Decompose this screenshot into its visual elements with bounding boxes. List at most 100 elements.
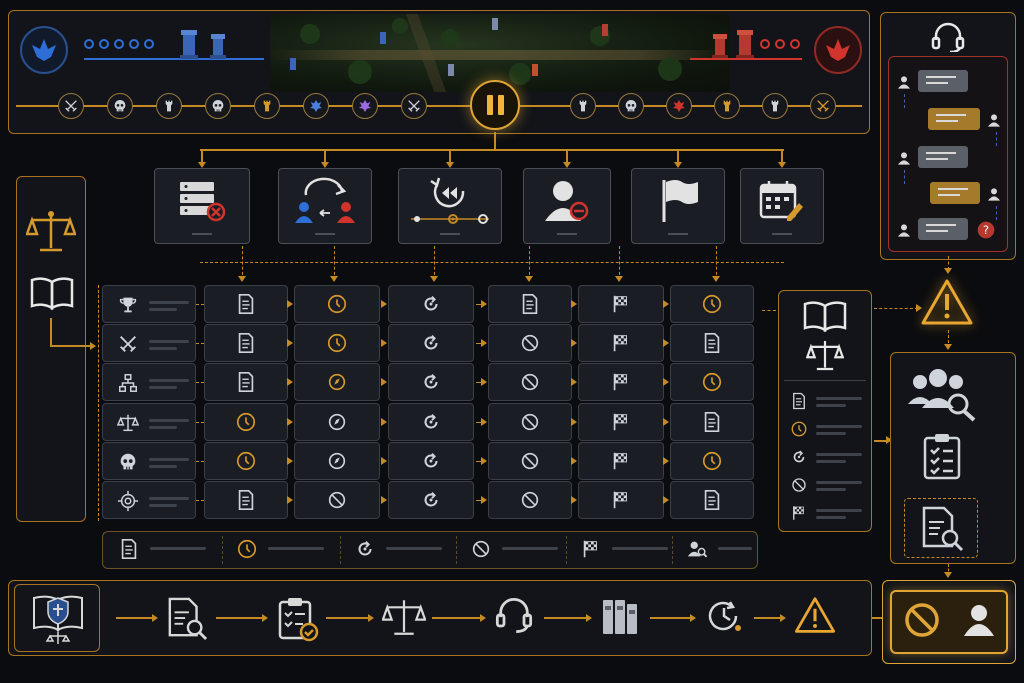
grid-cell[interactable] <box>578 441 664 480</box>
timeline-event-skull-icon[interactable] <box>205 93 231 119</box>
timeline-event-dragon-icon[interactable] <box>303 93 329 119</box>
timeline-event-tower-icon[interactable] <box>762 93 788 119</box>
action-card-remove-player[interactable] <box>523 168 611 244</box>
grid-cell[interactable] <box>670 481 754 519</box>
rulebook-item[interactable] <box>790 418 866 440</box>
timeline-event-dragon-icon[interactable] <box>352 93 378 119</box>
timeline-track <box>16 105 862 107</box>
grid-row-header[interactable] <box>102 402 196 441</box>
user-icon <box>896 74 912 94</box>
timeline-event-tower-icon[interactable] <box>254 93 280 119</box>
grid-cell[interactable] <box>294 481 380 519</box>
grid-cell[interactable] <box>204 481 288 519</box>
flow-step-headset[interactable] <box>494 596 534 640</box>
grid-cell[interactable] <box>388 481 474 519</box>
grid-cell[interactable] <box>578 285 664 323</box>
grid-cell[interactable] <box>578 324 664 363</box>
document-search-icon <box>920 506 964 556</box>
warning-to-review-connector <box>948 330 949 348</box>
card-to-grid-connector <box>716 246 717 280</box>
red-team-progress-line <box>690 58 802 60</box>
chat-message-bubble[interactable] <box>928 108 980 130</box>
grid-row-header[interactable] <box>102 481 196 519</box>
timeline-event-skull-icon[interactable] <box>618 93 644 119</box>
action-card-server-error[interactable] <box>154 168 250 244</box>
chat-message-bubble[interactable] <box>930 182 980 204</box>
grid-cell[interactable] <box>670 363 754 402</box>
blue-tower-icon <box>180 26 198 64</box>
grid-cell[interactable] <box>204 402 288 441</box>
grid-cell[interactable] <box>388 363 474 402</box>
grid-cell[interactable] <box>488 402 572 441</box>
action-card-rewind[interactable] <box>398 168 502 244</box>
final-action-button[interactable] <box>890 590 1008 654</box>
warning-icon[interactable] <box>920 278 974 330</box>
headset-icon[interactable] <box>930 22 966 56</box>
rulebook-item[interactable] <box>790 390 866 412</box>
grid-cell[interactable] <box>388 441 474 480</box>
chat-message-bubble[interactable] <box>918 70 968 92</box>
grid-cell[interactable] <box>578 363 664 402</box>
timeline-event-tower-icon[interactable] <box>570 93 596 119</box>
flow-step-document-search[interactable] <box>166 596 208 646</box>
grid-cell[interactable] <box>294 324 380 363</box>
grid-cell[interactable] <box>670 324 754 363</box>
grid-cell[interactable] <box>294 441 380 480</box>
flow-step-warning[interactable] <box>794 596 836 638</box>
grid-cell[interactable] <box>488 441 572 480</box>
grid-cell[interactable] <box>388 402 474 441</box>
grid-cell[interactable] <box>670 285 754 323</box>
action-card-calendar-edit[interactable] <box>740 168 824 244</box>
timeline-event-tower-icon[interactable] <box>714 93 740 119</box>
grid-cell[interactable] <box>578 402 664 441</box>
grid-cell[interactable] <box>388 285 474 323</box>
chat-message-bubble[interactable] <box>918 218 968 240</box>
timeline-event-crossed-swords-icon[interactable] <box>58 93 84 119</box>
grid-cell[interactable] <box>670 402 754 441</box>
blue-tower-icon <box>210 30 226 64</box>
card-to-grid-connector <box>242 246 243 280</box>
grid-cell[interactable] <box>204 441 288 480</box>
grid-row-header[interactable] <box>102 363 196 402</box>
timeline-event-crossed-swords-icon[interactable] <box>401 93 427 119</box>
grid-cell[interactable] <box>488 481 572 519</box>
grid-cell[interactable] <box>204 285 288 323</box>
flow-step-clipboard-check[interactable] <box>276 596 320 646</box>
document-search-box[interactable] <box>904 498 978 558</box>
blue-team-progress-line <box>84 58 264 60</box>
timeline-event-crossed-swords-icon[interactable] <box>810 93 836 119</box>
flow-step-scales[interactable] <box>381 596 427 642</box>
grid-cell[interactable] <box>488 363 572 402</box>
timeline-event-tower-icon[interactable] <box>156 93 182 119</box>
blocked-icon <box>790 476 808 498</box>
grid-row-header[interactable] <box>102 285 196 323</box>
flow-step-rulebook-shield[interactable] <box>30 592 86 650</box>
grid-cell[interactable] <box>388 324 474 363</box>
pause-button[interactable] <box>470 80 520 130</box>
grid-cell[interactable] <box>488 285 572 323</box>
rulebook-to-review-connector <box>874 440 888 442</box>
flow-step-clock-history[interactable] <box>704 596 744 640</box>
timeline-event-dragon-icon[interactable] <box>666 93 692 119</box>
clock-icon <box>790 420 808 442</box>
grid-row-header[interactable] <box>102 441 196 480</box>
grid-cell[interactable] <box>488 324 572 363</box>
chat-message-bubble[interactable] <box>918 146 968 168</box>
grid-row-header[interactable] <box>102 324 196 363</box>
grid-cell[interactable] <box>294 402 380 441</box>
rulebook-item[interactable] <box>790 474 866 496</box>
grid-cell[interactable] <box>204 324 288 363</box>
grid-cell[interactable] <box>204 363 288 402</box>
rulebook-item[interactable] <box>790 446 866 468</box>
question-icon[interactable]: ? <box>976 220 996 244</box>
grid-cell[interactable] <box>294 363 380 402</box>
grid-cell[interactable] <box>670 441 754 480</box>
action-card-flag[interactable] <box>631 168 725 244</box>
rulebook-item[interactable] <box>790 502 866 524</box>
grid-cell[interactable] <box>294 285 380 323</box>
grid-cell[interactable] <box>578 481 664 519</box>
action-card-player-swap[interactable] <box>278 168 372 244</box>
timeline-event-skull-icon[interactable] <box>107 93 133 119</box>
flow-step-binders[interactable] <box>600 596 642 642</box>
rewind-icon <box>399 169 501 233</box>
